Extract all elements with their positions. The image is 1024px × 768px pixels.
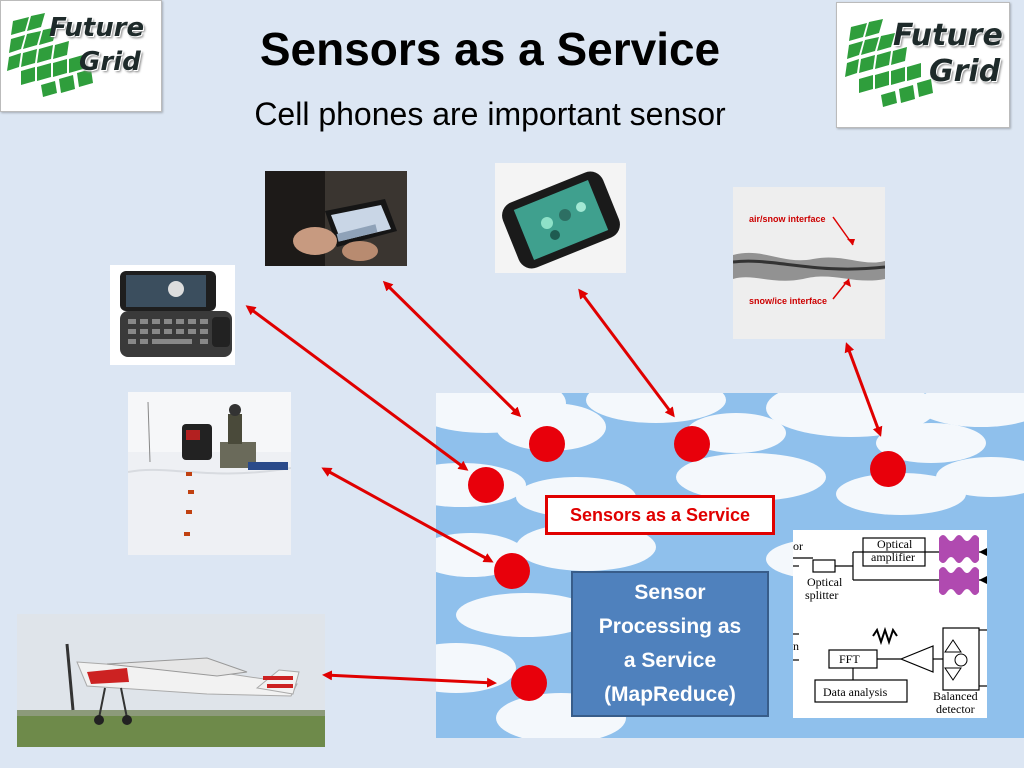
sensor-processing-label: Sensor Processing as a Service (MapReduc… — [598, 581, 742, 706]
logo-text-future: Future — [893, 18, 1003, 53]
data-analysis-label: Data analysis — [823, 685, 888, 699]
sensor-dot — [870, 451, 906, 487]
slide-title: Sensors as a Service — [259, 23, 721, 75]
air-snow-label: air/snow interface — [749, 214, 826, 224]
partial-label-top: or — [793, 539, 803, 553]
tablet-photo — [265, 171, 407, 266]
logo-text-grid: Grid — [79, 47, 141, 77]
snow-ice-label: snow/ice interface — [749, 296, 828, 306]
sensor-dot — [468, 467, 504, 503]
grid-mesh-icon — [7, 13, 93, 97]
slide-subtitle: Cell phones are important sensor — [254, 96, 726, 132]
futuregrid-logo-left: Future Grid — [0, 0, 162, 112]
sensor-processing-box: Sensor Processing as a Service (MapReduc… — [571, 571, 769, 717]
uav-aircraft-photo — [17, 614, 325, 747]
logo-text-future: Future — [49, 13, 145, 43]
grid-mesh-icon — [845, 19, 933, 107]
sensors-as-a-service-label: Sensors as a Service — [545, 495, 775, 535]
sensor-dot — [529, 426, 565, 462]
android-phone-photo — [110, 265, 235, 365]
sensor-dot — [674, 426, 710, 462]
logo-text-grid: Grid — [929, 54, 1001, 89]
snow-radar-echogram: air/snow interface snow/ice interface — [733, 187, 885, 339]
fft-label: FFT — [839, 652, 860, 666]
partial-label-bottom: n — [793, 639, 799, 653]
iphone-photo — [495, 163, 626, 273]
sensor-dot — [511, 665, 547, 701]
polar-snowmobile-photo — [128, 392, 291, 555]
sensor-dot — [494, 553, 530, 589]
futuregrid-logo-right: Future Grid — [836, 2, 1010, 128]
